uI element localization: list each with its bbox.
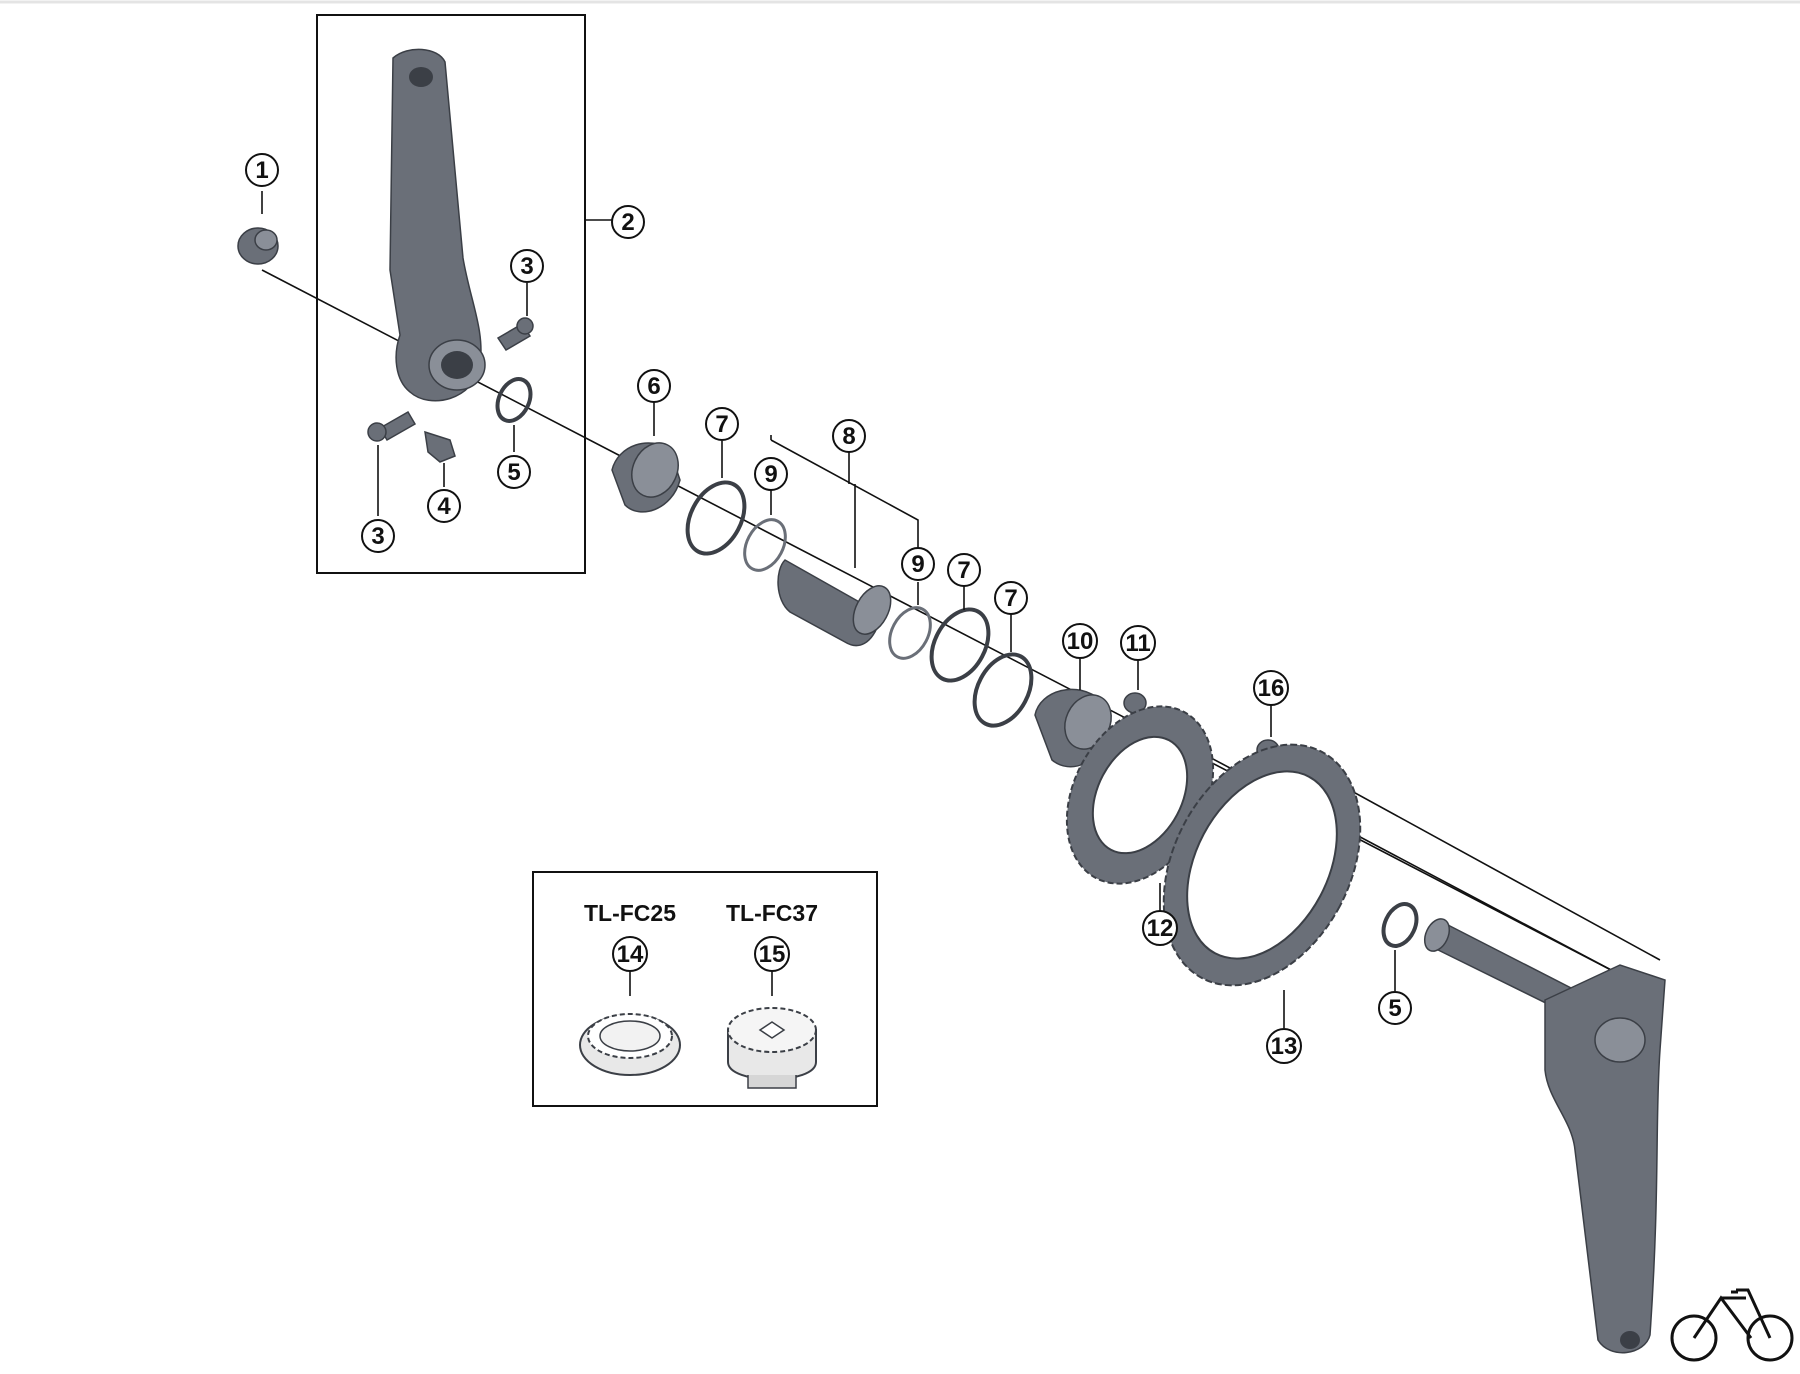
callout-number: 11 (1125, 630, 1150, 657)
callout-circle (1142, 910, 1178, 946)
spacer-ring-right (1381, 902, 1419, 948)
callout-number: 15 (759, 941, 786, 968)
callout-circle (947, 553, 981, 587)
spacer-ring-9b (888, 606, 932, 660)
callout-circle (612, 936, 648, 972)
callout-circle (611, 205, 645, 239)
callout-number: 5 (507, 459, 520, 486)
callout-number: 4 (437, 493, 451, 520)
callout-number: 13 (1271, 1033, 1298, 1060)
callout-c3a: 3 (510, 249, 544, 283)
callout-circle (1120, 625, 1156, 661)
callout-number: 8 (842, 423, 855, 450)
bicycle-icon (1670, 1288, 1794, 1362)
callout-c6: 6 (637, 369, 671, 403)
callout-number: 9 (911, 551, 924, 578)
callout-circle (497, 455, 531, 489)
tools-box (532, 871, 878, 1107)
callout-circle (832, 419, 866, 453)
callout-c11: 11 (1120, 625, 1156, 661)
callout-number: 6 (647, 373, 660, 400)
callout-number: 9 (764, 461, 777, 488)
callout-c2: 2 (611, 205, 645, 239)
tool-label-tlfc25: TL-FC25 (584, 900, 676, 926)
callout-circle (510, 249, 544, 283)
callout-circle (1253, 670, 1289, 706)
tool-tlfc37-illustration (727, 1007, 817, 1089)
adapter-ring-7a (685, 480, 747, 556)
callout-number: 10 (1067, 628, 1094, 655)
callout-circle (994, 581, 1028, 615)
callout-circle (1062, 623, 1098, 659)
callout-circle (637, 369, 671, 403)
callout-number: 16 (1258, 675, 1285, 702)
callout-c9a: 9 (754, 457, 788, 491)
callout-circle (1266, 1028, 1302, 1064)
callout-number: 14 (617, 941, 644, 968)
callout-circle (1378, 991, 1412, 1025)
callout-circle (245, 153, 279, 187)
safety-plate (424, 430, 456, 463)
callout-number: 5 (1388, 995, 1401, 1022)
callout-circle (427, 489, 461, 523)
callout-c1: 1 (245, 153, 279, 187)
pinch-bolt-upper (496, 317, 534, 352)
callout-circle (361, 519, 395, 553)
bolt-axis-line-16 (1294, 759, 1661, 961)
callout-c10: 10 (1062, 623, 1098, 659)
inner-cover-tube (777, 559, 892, 647)
callout-number: 12 (1147, 915, 1174, 942)
callout-number: 2 (621, 209, 634, 236)
axis-line (261, 269, 1641, 986)
callout-c7a: 7 (705, 407, 739, 441)
callout-c15: 15 (754, 936, 790, 972)
callout-circle (705, 407, 739, 441)
callout-c5a: 5 (497, 455, 531, 489)
bb-cup-left (611, 442, 681, 513)
right-crank-arm (1423, 918, 1666, 1354)
callout-circle (754, 936, 790, 972)
callout-circle (901, 547, 935, 581)
callout-c14: 14 (612, 936, 648, 972)
callout-c13: 13 (1266, 1028, 1302, 1064)
left-crank-arm (389, 48, 486, 402)
callout-c16: 16 (1253, 670, 1289, 706)
left-crank-box (316, 14, 586, 574)
tool-tlfc25-illustration (579, 1013, 681, 1076)
callout-c5b: 5 (1378, 991, 1412, 1025)
callout-circle (754, 457, 788, 491)
spacer-ring-9a (743, 518, 787, 572)
callout-c9b: 9 (901, 547, 935, 581)
callout-c7c: 7 (994, 581, 1028, 615)
spacer-ring-left (495, 377, 533, 423)
pinch-bolt-lower (367, 410, 417, 442)
outer-chainring (1162, 743, 1362, 987)
tool-label-tlfc37: TL-FC37 (726, 900, 818, 926)
callout-c4: 4 (427, 489, 461, 523)
adapter-ring-7c (972, 652, 1034, 728)
callout-c8: 8 (832, 419, 866, 453)
callout-number: 3 (520, 253, 533, 280)
callout-number: 1 (255, 157, 268, 184)
callout-number: 7 (1004, 585, 1017, 612)
adapter-ring-7b (929, 607, 991, 683)
callout-number: 3 (371, 523, 384, 550)
callout-c7b: 7 (947, 553, 981, 587)
crank-cap-bolt (237, 227, 279, 265)
callout-number: 7 (715, 411, 728, 438)
callout-c3b: 3 (361, 519, 395, 553)
callout-number: 7 (957, 557, 970, 584)
leader-8-bracket (770, 435, 919, 568)
callout-c12: 12 (1142, 910, 1178, 946)
